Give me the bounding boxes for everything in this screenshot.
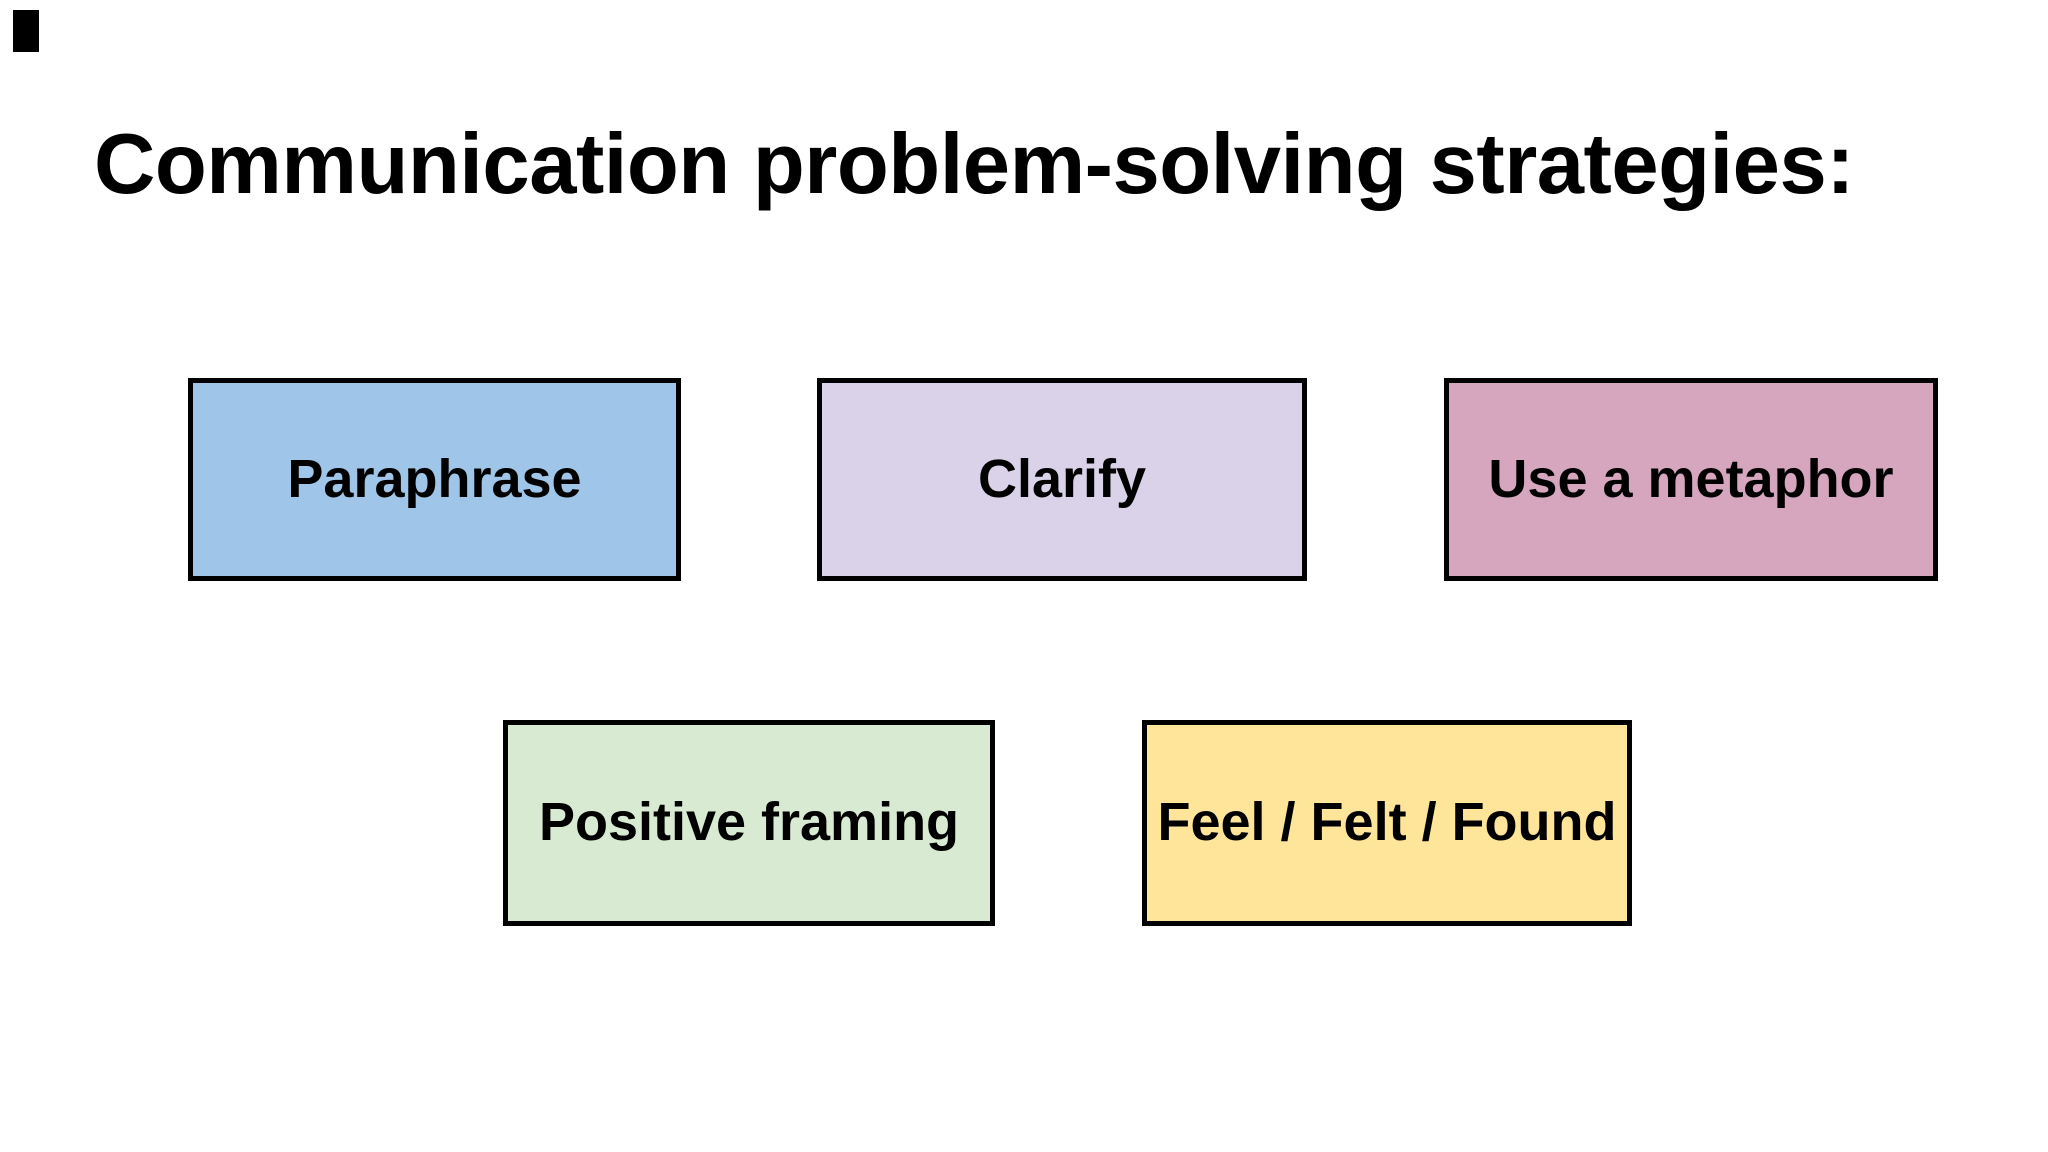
strategy-box-label: Feel / Felt / Found — [1157, 792, 1617, 853]
strategy-box-positive-framing: Positive framing — [503, 720, 995, 926]
slide-title: Communication problem-solving strategies… — [94, 117, 1855, 212]
strategy-box-label: Clarify — [977, 448, 1147, 509]
strategy-box-feel-felt-found: Feel / Felt / Found — [1142, 720, 1632, 926]
strategy-box-label: Positive framing — [538, 792, 960, 853]
strategy-box-use-a-metaphor: Use a metaphor — [1444, 378, 1938, 581]
strategy-box-paraphrase: Paraphrase — [188, 378, 681, 581]
strategy-box-label: Use a metaphor — [1488, 448, 1894, 509]
corner-mark — [13, 10, 39, 52]
strategy-box-clarify: Clarify — [817, 378, 1307, 581]
strategy-box-label: Paraphrase — [287, 448, 582, 509]
